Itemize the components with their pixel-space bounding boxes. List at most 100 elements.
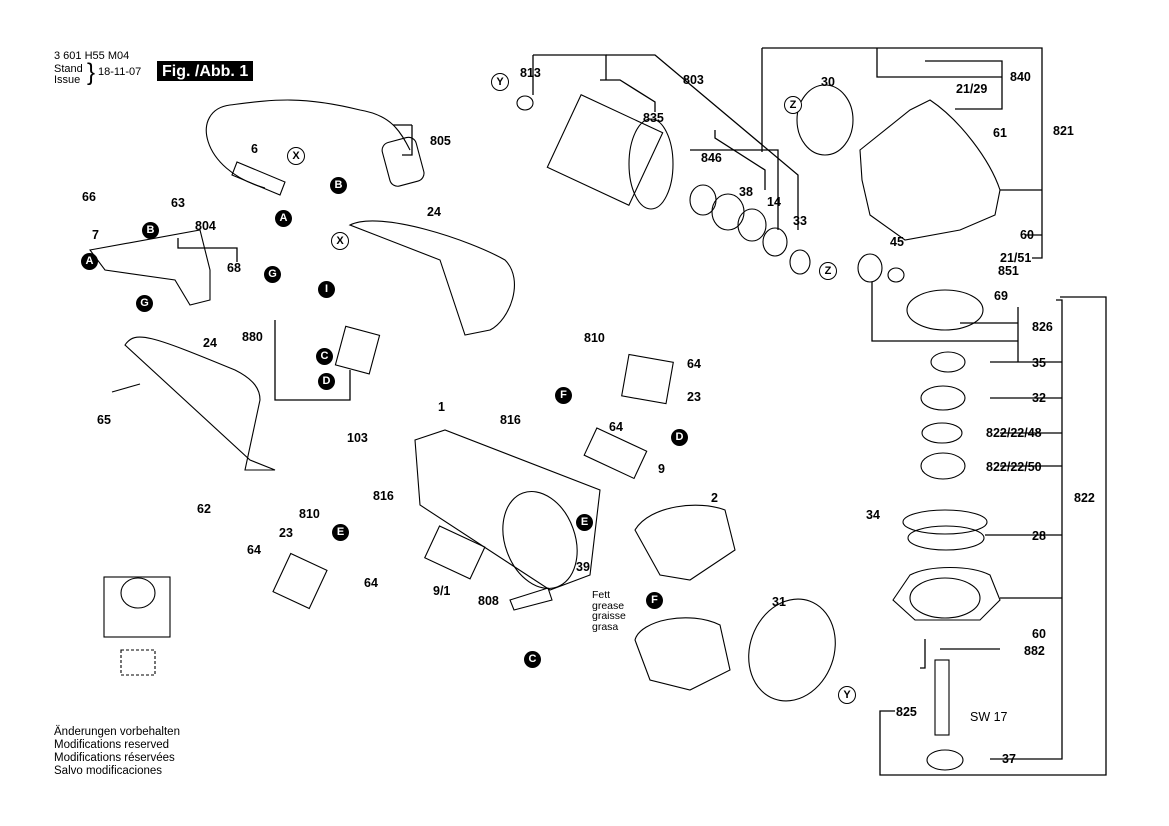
callout-21-29: 21/29	[956, 82, 988, 96]
issue-label: Issue	[54, 74, 81, 86]
connector-b-switch: B	[142, 222, 159, 239]
callout-805: 805	[430, 134, 451, 148]
connector-y-bottom: Y	[838, 686, 856, 704]
callout-24-top: 24	[427, 205, 441, 219]
callout-28: 28	[1032, 529, 1046, 543]
connector-x-cord: X	[287, 147, 305, 165]
callout-65: 65	[97, 413, 111, 427]
connector-e-left: E	[332, 524, 349, 541]
callout-846: 846	[701, 151, 722, 165]
connector-i: I	[318, 281, 335, 298]
part-number: 3 601 H55 M04	[54, 50, 130, 62]
callout-37: 37	[1002, 752, 1016, 766]
callout-45: 45	[890, 235, 904, 249]
callout-69: 69	[994, 289, 1008, 303]
callout-60-bottom: 60	[1032, 627, 1046, 641]
callout-9-1: 9/1	[433, 584, 451, 598]
connector-z-bottom: Z	[819, 262, 837, 280]
callout-33: 33	[793, 214, 807, 228]
connector-x-handle: X	[331, 232, 349, 250]
callout-66: 66	[82, 190, 96, 204]
callout-822: 822	[1074, 491, 1095, 505]
modifications-note-de: Änderungen vorbehalten	[54, 726, 180, 738]
callout-810-bottom: 810	[299, 507, 320, 521]
connector-e-right: E	[576, 514, 593, 531]
callout-68: 68	[227, 261, 241, 275]
modifications-note: Änderungen vorbehalten Modifications res…	[54, 726, 180, 778]
callout-64-top: 64	[687, 357, 701, 371]
brace-icon: }	[87, 59, 96, 86]
callout-23-bottom: 23	[279, 526, 293, 540]
callout-sw17: SW 17	[970, 710, 1008, 724]
callout-816-top: 816	[500, 413, 521, 427]
grease-note-es: grasa	[592, 620, 619, 633]
callout-21-51: 21/51	[1000, 251, 1032, 265]
callout-23-top: 23	[687, 390, 701, 404]
callout-103: 103	[347, 431, 368, 445]
callout-61: 61	[993, 126, 1007, 140]
callout-821: 821	[1053, 124, 1074, 138]
connector-d-coil: D	[671, 429, 688, 446]
connector-a-cord: A	[275, 210, 292, 227]
connector-g-switch: G	[136, 295, 153, 312]
callout-826: 826	[1032, 320, 1053, 334]
callout-835: 835	[643, 111, 664, 125]
callout-30: 30	[821, 75, 835, 89]
callout-822-22-48: 822/22/48	[986, 426, 1042, 440]
stand-label: Stand	[54, 63, 83, 75]
callout-9: 9	[658, 462, 665, 476]
callout-31: 31	[772, 595, 786, 609]
bracket-lines	[177, 47, 1107, 776]
callout-63: 63	[171, 196, 185, 210]
connector-y-top: Y	[491, 73, 509, 91]
callout-825: 825	[896, 705, 917, 719]
modifications-note-es: Salvo modificaciones	[54, 765, 163, 777]
callout-64-mid: 64	[609, 420, 623, 434]
callout-816-bottom: 816	[373, 489, 394, 503]
connector-a-switch: A	[81, 253, 98, 270]
callout-1: 1	[438, 400, 445, 414]
connector-z-top: Z	[784, 96, 802, 114]
grease-note-en: grease	[592, 599, 625, 612]
modifications-note-en: Modifications reserved	[54, 739, 170, 751]
callout-813: 813	[520, 66, 541, 80]
callout-6: 6	[251, 142, 258, 156]
callout-804: 804	[195, 219, 216, 233]
callout-32: 32	[1032, 391, 1046, 405]
callout-822-22-50: 822/22/50	[986, 460, 1042, 474]
callout-38: 38	[739, 185, 753, 199]
callout-2: 2	[711, 491, 718, 505]
callout-840: 840	[1010, 70, 1031, 84]
callout-14: 14	[767, 195, 781, 209]
callout-803: 803	[683, 73, 704, 87]
grease-note: Fett grease graisse grasa	[592, 590, 626, 632]
callout-851: 851	[998, 264, 1019, 278]
callout-39: 39	[576, 560, 590, 574]
connector-g-880: G	[264, 266, 281, 283]
issue-date: 18-11-07	[98, 66, 142, 78]
callout-62: 62	[197, 502, 211, 516]
callout-60-top: 60	[1020, 228, 1034, 242]
callout-64-left: 64	[247, 543, 261, 557]
callout-880: 880	[242, 330, 263, 344]
connector-f-bottom: F	[646, 592, 663, 609]
connector-d-880: D	[318, 373, 335, 390]
grease-note-fr: graisse	[592, 610, 626, 622]
callout-35: 35	[1032, 356, 1046, 370]
figure-label: Fig. /Abb. 1	[157, 61, 254, 81]
callout-810-top: 810	[584, 331, 605, 345]
callout-882: 882	[1024, 644, 1045, 658]
part-sketches	[89, 84, 1001, 771]
connector-f-top: F	[555, 387, 572, 404]
callout-24-bottom: 24	[203, 336, 217, 350]
modifications-note-fr: Modifications réservées	[54, 752, 175, 764]
callout-34: 34	[866, 508, 880, 522]
callout-7: 7	[92, 228, 99, 242]
connector-c-880: C	[316, 348, 333, 365]
callout-808: 808	[478, 594, 499, 608]
callout-64-bottom: 64	[364, 576, 378, 590]
grease-note-de: Fett	[592, 589, 611, 601]
connector-b-cord: B	[330, 177, 347, 194]
connector-c-bottom: C	[524, 651, 541, 668]
